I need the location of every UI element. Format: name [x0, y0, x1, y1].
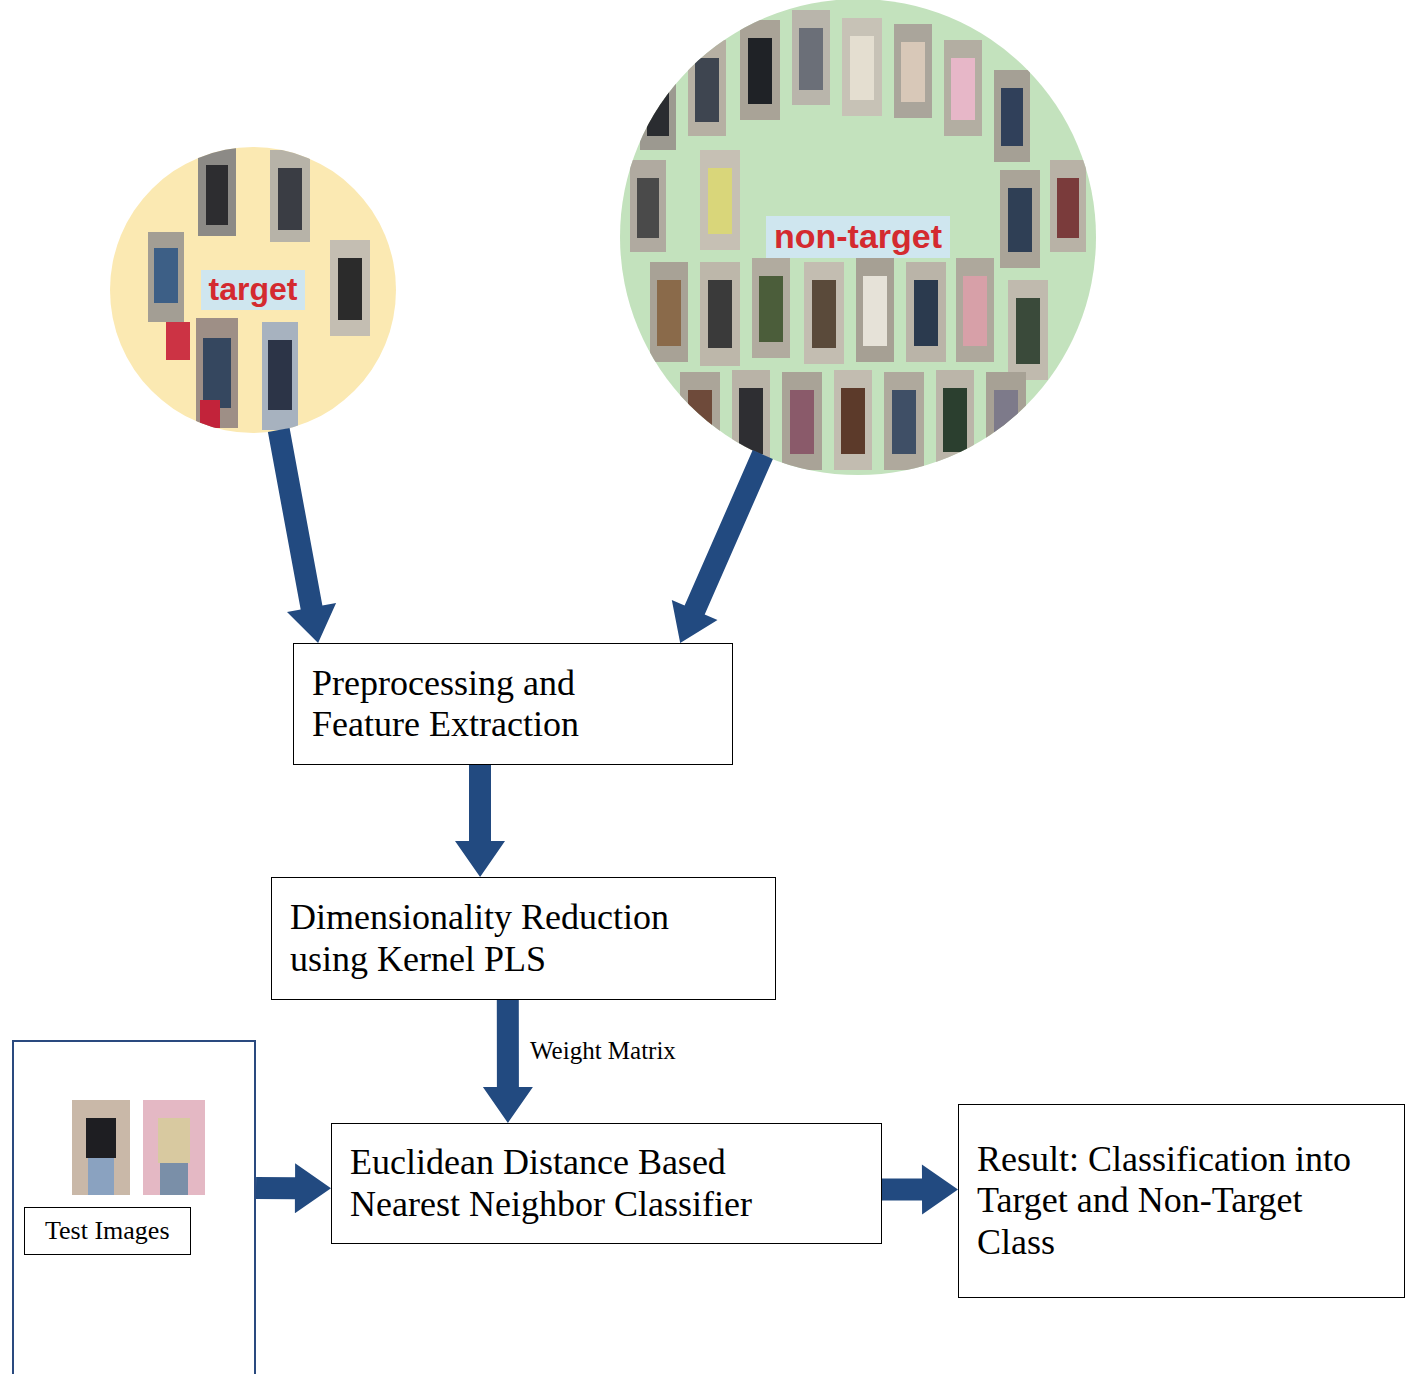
target-circle: target	[110, 147, 396, 433]
classifier-box: Euclidean Distance Based Nearest Neighbo…	[331, 1123, 882, 1244]
edge-label: Weight Matrix	[527, 1037, 679, 1065]
class-label: non-target	[766, 216, 950, 257]
block-arrow	[672, 450, 773, 643]
non-target-thumbnails	[630, 10, 1086, 470]
test-image-thumbnails	[72, 1100, 205, 1195]
non-target-circle-fill	[620, 0, 1096, 475]
process-box: Preprocessing and Feature Extraction	[293, 643, 733, 765]
target-circle-fill	[110, 147, 396, 433]
block-arrow	[483, 1000, 533, 1123]
box-text: Result: Classification into Target and N…	[977, 1139, 1367, 1263]
box-text: Euclidean Distance Based Nearest Neighbo…	[350, 1142, 830, 1225]
result-box: Result: Classification into Target and N…	[958, 1104, 1405, 1298]
block-arrow	[882, 1165, 958, 1215]
panel-label: Test Images	[24, 1207, 191, 1255]
block-arrow	[256, 1163, 331, 1213]
process-box: Dimensionality Reduction using Kernel PL…	[271, 877, 776, 1000]
box-text: Dimensionality Reduction using Kernel PL…	[290, 897, 710, 980]
non-target-circle: non-target	[620, 0, 1096, 475]
class-label: target	[201, 270, 306, 309]
target-thumbnails	[148, 148, 370, 430]
block-arrow	[455, 765, 505, 877]
block-arrow	[268, 428, 336, 643]
test-images-panel: Test Images	[12, 1040, 256, 1374]
box-text: Preprocessing and Feature Extraction	[312, 663, 652, 746]
